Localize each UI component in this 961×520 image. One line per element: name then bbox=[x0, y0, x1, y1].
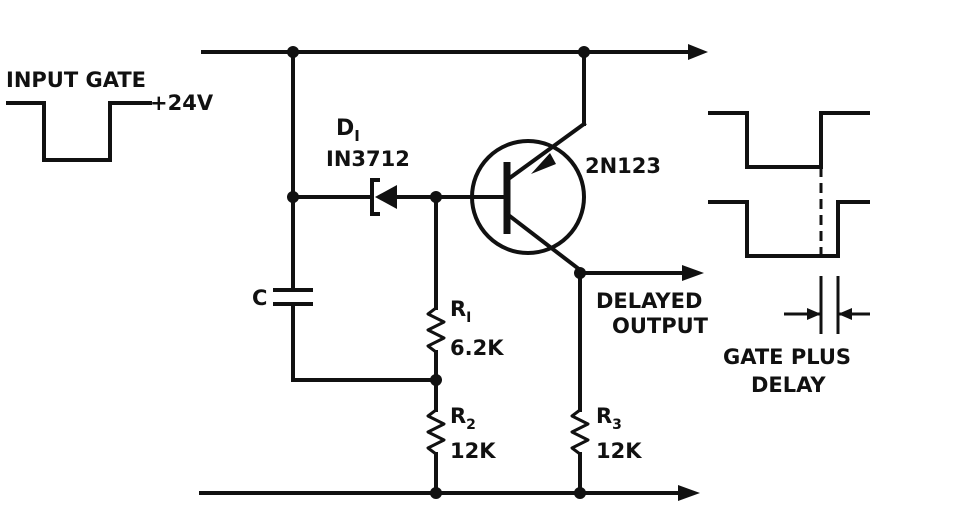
top-rail-arrow bbox=[688, 44, 708, 60]
r2-ref-label: R2 bbox=[450, 404, 476, 433]
r3-ref-label: R3 bbox=[596, 404, 622, 433]
input-gate-waveform bbox=[6, 101, 152, 162]
output-label-line2: OUTPUT bbox=[612, 314, 709, 338]
timing-label-line2: DELAY bbox=[751, 373, 826, 397]
supply-voltage-label: +24V bbox=[150, 91, 214, 115]
timing-label-line1: GATE PLUS bbox=[723, 345, 851, 369]
capacitor-lower-wire bbox=[291, 302, 438, 382]
transistor-symbol bbox=[470, 121, 587, 276]
output-label-line1: DELAYED bbox=[596, 289, 702, 313]
transistor-part-label: 2N123 bbox=[585, 154, 661, 178]
delayed-waveform bbox=[708, 200, 870, 258]
r1-value-label: 6.2K bbox=[450, 336, 504, 360]
zener-diode-symbol bbox=[370, 178, 397, 216]
timing-diagram bbox=[708, 111, 870, 334]
capacitor-label: C bbox=[252, 286, 267, 310]
input-gate-label: INPUT GATE bbox=[6, 68, 146, 92]
r1-ref-label: RI bbox=[450, 297, 471, 326]
diode-part-label: IN3712 bbox=[326, 147, 410, 171]
r1-resistor bbox=[426, 306, 446, 354]
output-arrow bbox=[682, 265, 704, 281]
r3-value-label: 12K bbox=[596, 439, 642, 463]
junction-dots bbox=[287, 46, 590, 499]
gate-waveform bbox=[708, 111, 870, 169]
diode-ref-label: DI bbox=[336, 116, 360, 145]
r2-resistor bbox=[426, 408, 446, 456]
bottom-rail-arrow bbox=[678, 485, 700, 501]
r2-value-label: 12K bbox=[450, 439, 496, 463]
capacitor-symbol bbox=[273, 288, 313, 306]
r3-resistor bbox=[570, 408, 590, 456]
